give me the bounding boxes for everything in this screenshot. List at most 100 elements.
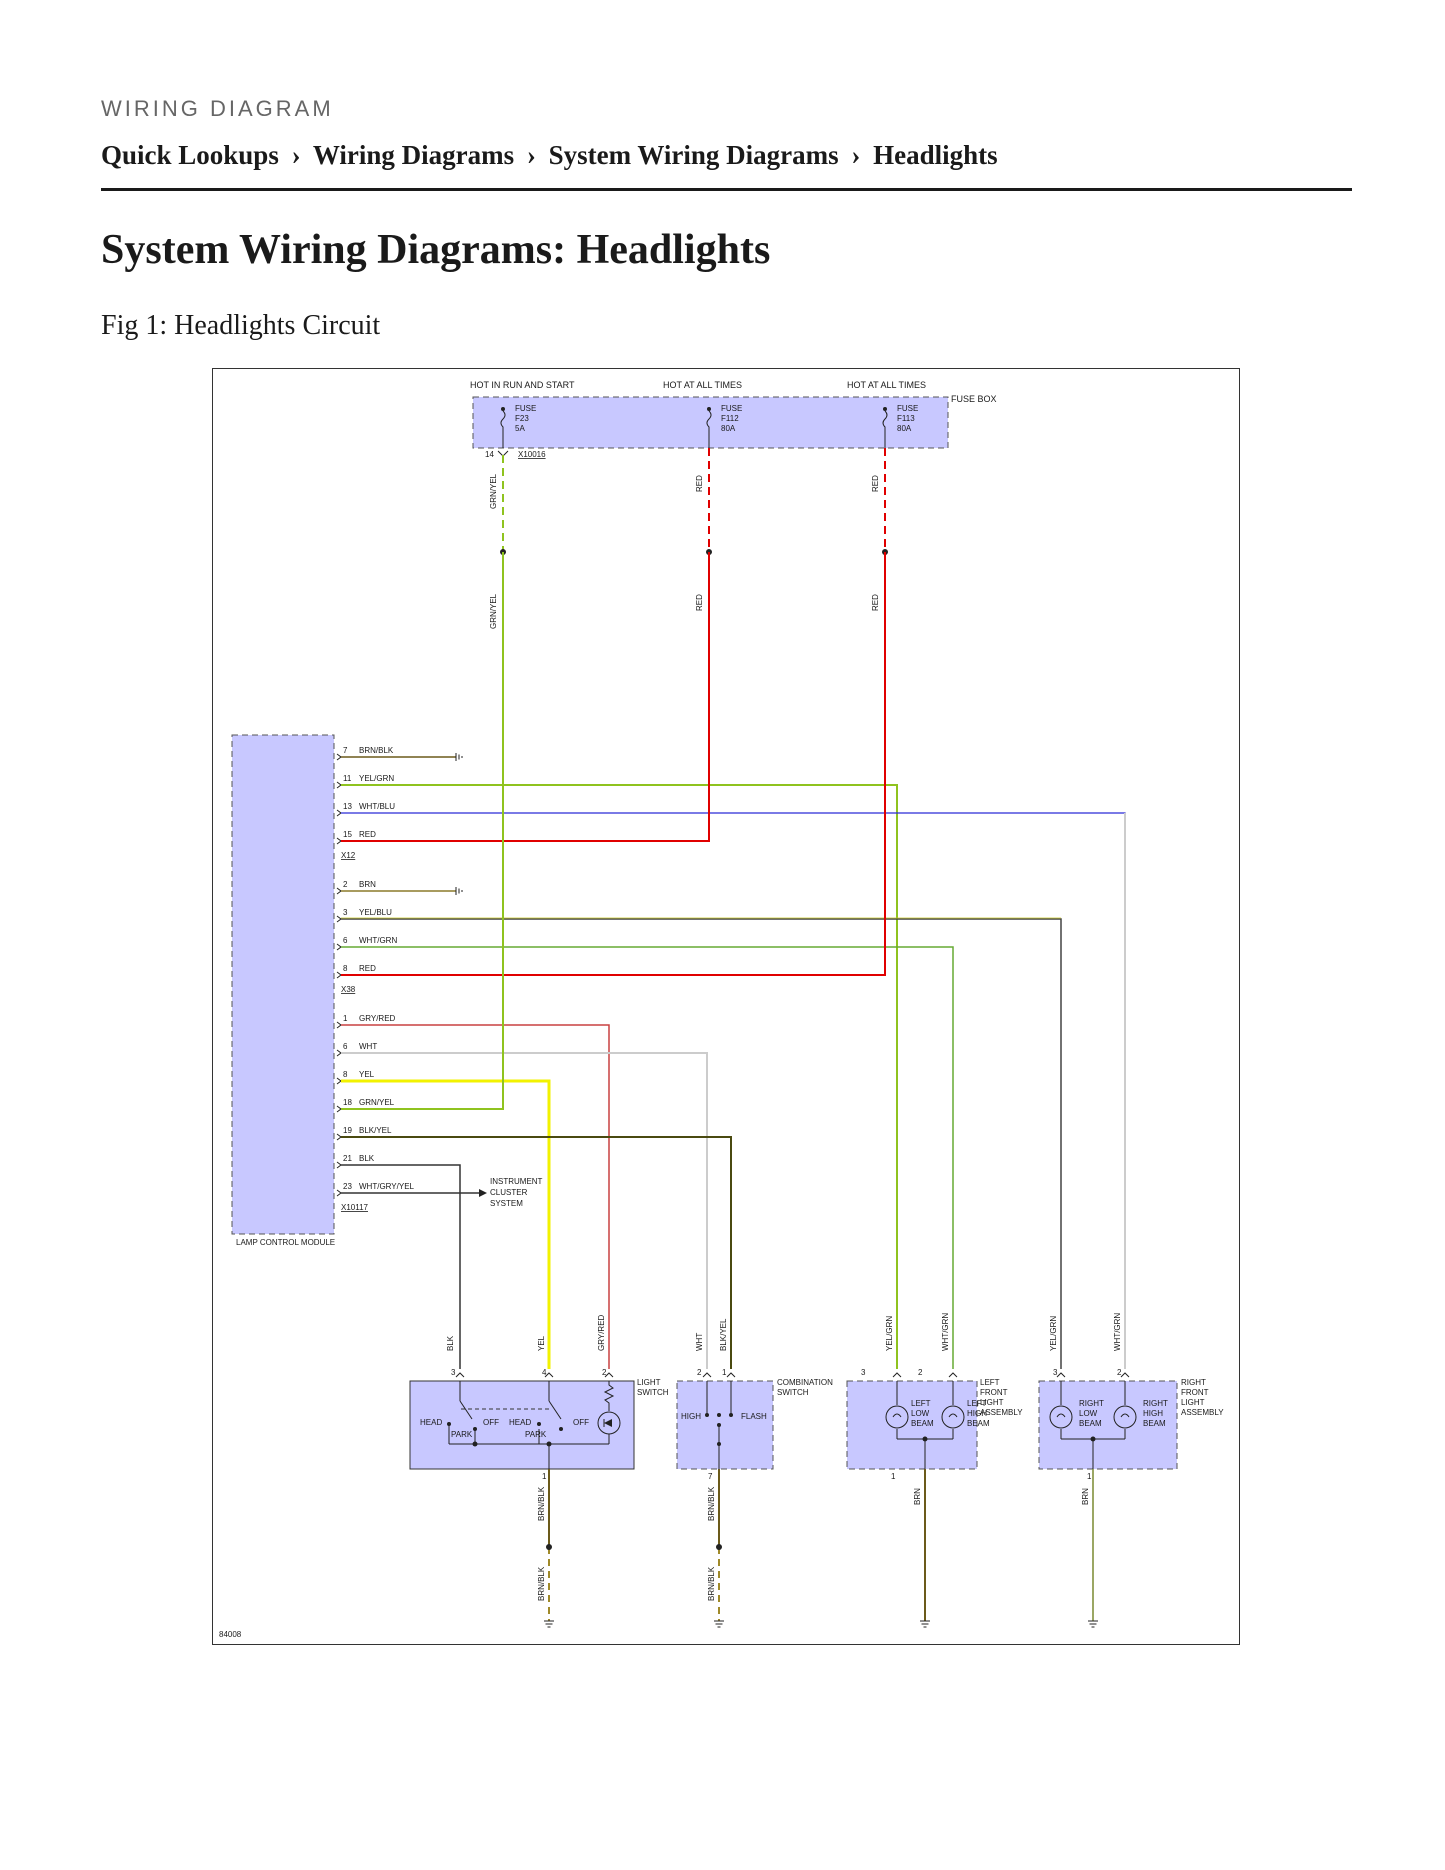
wire-label-blk: BLK [446, 1335, 455, 1351]
pin-number: 6 [343, 936, 348, 945]
pin-number: 1 [542, 1472, 547, 1481]
position-park: PARK [525, 1430, 547, 1439]
connector-x10117: 1 GRY/RED 6 WHT 8 YEL 18 GRN/YEL 19 BLK/… [341, 1014, 415, 1212]
lamp-control-module [231, 734, 335, 1235]
indicator-lamp-icon [603, 1419, 612, 1427]
high-beam-label: RIGHT [1143, 1399, 1168, 1408]
wire-label-brn-blk: BRN/BLK [707, 1486, 716, 1521]
wire-label-red: RED [695, 475, 704, 492]
left-front-light-label: FRONT [980, 1388, 1008, 1397]
pin-number: 3 [343, 908, 348, 917]
ground-icon [544, 1620, 554, 1628]
low-beam-label: LOW [1079, 1409, 1098, 1418]
ground-icon [920, 1620, 930, 1628]
combination-switch [676, 1380, 774, 1470]
fuse-f113-word: FUSE [897, 404, 918, 413]
breadcrumb-separator: › [851, 140, 861, 170]
figure-id: 84008 [219, 1630, 242, 1639]
contact-dot [705, 1413, 709, 1417]
wire-label-blk-yel: BLK/YEL [359, 1126, 392, 1135]
breadcrumb: Quick Lookups › Wiring Diagrams › System… [101, 140, 998, 171]
wire-label-grn-yel: GRN/YEL [489, 593, 498, 629]
wiring-diagram-figure: FUSE BOX HOT IN RUN AND START HOT AT ALL… [212, 368, 1240, 1645]
wire-blk-x10117-21 [341, 1164, 461, 1369]
wire-red-x38-8 [341, 552, 886, 976]
pin-number: 7 [708, 1472, 713, 1481]
wire-yel-grn-x12-11 [341, 784, 898, 1369]
breadcrumb-separator: › [526, 140, 536, 170]
splice-dot [1090, 1436, 1096, 1442]
contact-dot [729, 1413, 733, 1417]
pin-number: 19 [343, 1126, 352, 1135]
ground-icon [455, 753, 463, 761]
pin-number: 1 [722, 1368, 727, 1377]
position-head: HEAD [420, 1418, 442, 1427]
left-front-light-label: LEFT [980, 1378, 1000, 1387]
wire-label-yel-grn: YEL/GRN [359, 774, 394, 783]
fuse-f112: FUSE F112 80A [706, 404, 742, 448]
pin-number: 1 [1087, 1472, 1092, 1481]
pin-number: 6 [343, 1042, 348, 1051]
page-title: System Wiring Diagrams: Headlights [101, 227, 771, 273]
pin-number: 8 [343, 964, 348, 973]
light-switch-label: SWITCH [637, 1388, 669, 1397]
wire-red-x12-15 [341, 552, 710, 842]
splice-dot [472, 1441, 478, 1447]
wire-label-red: RED [359, 964, 376, 973]
wire-label-gry-red: GRY/RED [359, 1014, 396, 1023]
contact-dot [717, 1442, 721, 1446]
wire-blk-yel-x10117-19 [341, 1136, 732, 1369]
pin-number: 15 [343, 830, 352, 839]
fuse-f23-rating: 5A [515, 424, 525, 433]
pin-number: 11 [343, 774, 352, 783]
left-front-light-label: ASSEMBLY [980, 1408, 1023, 1417]
module-pin-chevrons [336, 753, 342, 1197]
low-beam-label: LOW [911, 1409, 930, 1418]
fuse-f112-word: FUSE [721, 404, 742, 413]
fuse-f112-rating: 80A [721, 424, 736, 433]
right-front-light-label: ASSEMBLY [1181, 1408, 1224, 1417]
contact-dot [559, 1427, 563, 1431]
wire-wht-grn-x38-6 [341, 946, 954, 1369]
pin-number: 2 [697, 1368, 702, 1377]
pin-number: 1 [343, 1014, 348, 1023]
ground-icon [455, 887, 463, 895]
fuse-f23-header: HOT IN RUN AND START [470, 380, 575, 390]
bulb-icon [1049, 1405, 1073, 1429]
instrument-cluster-label: CLUSTER [490, 1188, 528, 1197]
low-beam-label: BEAM [911, 1419, 934, 1428]
position-high: HIGH [681, 1412, 701, 1421]
breadcrumb-item-wiring-diagrams[interactable]: Wiring Diagrams [312, 140, 515, 170]
wire-label-yel-blu: YEL/BLU [359, 908, 392, 917]
contact-dot [537, 1422, 541, 1426]
combination-switch-contacts [702, 1372, 736, 1469]
left-front-light-assembly [846, 1380, 978, 1470]
wire-label-wht-grn: WHT/GRN [359, 936, 397, 945]
position-head: HEAD [509, 1418, 531, 1427]
high-beam-label: BEAM [967, 1419, 990, 1428]
combination-switch-label: COMBINATION [777, 1378, 833, 1387]
header-divider [101, 188, 1352, 191]
light-switch-label: LIGHT [637, 1378, 661, 1387]
splice-dot [922, 1436, 928, 1442]
breadcrumb-item-quick-lookups[interactable]: Quick Lookups [101, 140, 279, 170]
pin-number: 2 [918, 1368, 923, 1377]
fuse-box-connector: X10016 [518, 450, 546, 459]
wire-label-yel-grn: YEL/GRN [1049, 1316, 1058, 1351]
breadcrumb-item-system-wiring-diagrams[interactable]: System Wiring Diagrams [548, 140, 839, 170]
instrument-cluster-label: SYSTEM [490, 1199, 523, 1208]
wire-label-blk-yel: BLK/YEL [719, 1318, 728, 1351]
bulb-icon [941, 1405, 965, 1429]
contact-dot [717, 1423, 721, 1427]
breadcrumb-separator: › [291, 140, 301, 170]
fuse-f112-id: F112 [721, 414, 739, 423]
connector-name-x10117: X10117 [341, 1203, 369, 1212]
wire-label-brn-blk: BRN/BLK [537, 1566, 546, 1601]
fuse-f113: FUSE F113 80A [882, 404, 918, 448]
wire-label-wht-grn: WHT/GRN [1113, 1313, 1122, 1351]
breadcrumb-item-headlights[interactable]: Headlights [873, 140, 998, 170]
wire-label-wht: WHT [359, 1042, 377, 1051]
wire-label-gry-red: GRY/RED [597, 1314, 606, 1351]
fuse-box-label: FUSE BOX [951, 394, 997, 404]
connector-name-x12: X12 [341, 851, 356, 860]
